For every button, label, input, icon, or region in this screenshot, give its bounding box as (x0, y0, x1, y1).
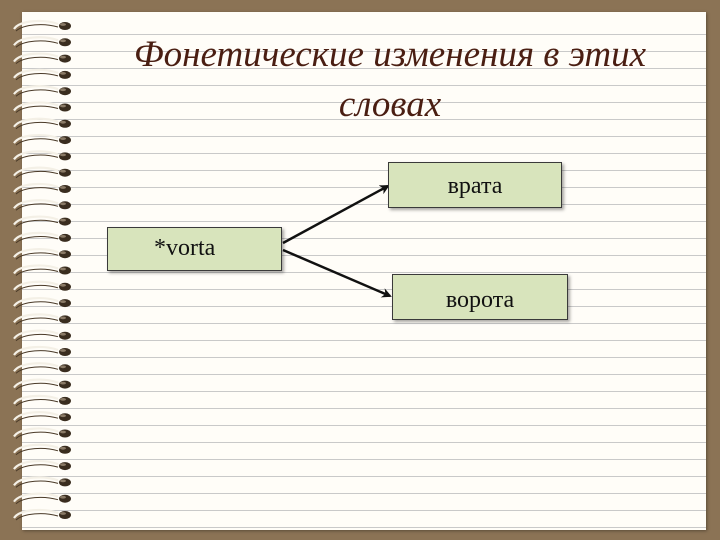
spiral-ring-icon (13, 378, 71, 390)
spiral-ring-icon (13, 101, 71, 113)
spiral-ring-icon (13, 508, 71, 521)
spiral-ring-icon (13, 36, 71, 48)
spiral-ring-icon (13, 134, 71, 146)
spiral-ring-icon (13, 117, 71, 130)
spiral-ring-icon (13, 297, 71, 309)
result-box-bottom: ворота (392, 274, 568, 320)
source-word-box: *vorta (107, 227, 282, 271)
spiral-ring-icon (13, 68, 71, 81)
spiral-ring-icon (13, 427, 71, 439)
spiral-ring-icon (13, 150, 71, 162)
spiral-ring-icon (13, 248, 71, 260)
spiral-ring-icon (13, 492, 71, 505)
spiral-ring-icon (13, 215, 71, 227)
spiral-ring-icon (13, 199, 71, 211)
spiral-ring-icon (13, 19, 71, 32)
spiral-ring-icon (13, 345, 71, 358)
slide-title: Фонетические изменения в этих словах (133, 34, 647, 125)
spiral-ring-icon (13, 280, 71, 293)
spiral-ring-icon (13, 411, 71, 423)
spiral-ring-icon (13, 231, 71, 244)
spiral-ring-icon (13, 313, 71, 325)
spiral-ring-icon (13, 394, 71, 407)
spiral-ring-icon (13, 182, 71, 195)
spiral-ring-icon (13, 85, 71, 97)
spiral-ring-icon (13, 166, 71, 179)
result-box-top: врата (388, 162, 562, 208)
spiral-ring-icon (13, 476, 71, 488)
spiral-ring-icon (13, 52, 71, 64)
spiral-ring-icon (13, 460, 71, 472)
spiral-ring-icon (13, 443, 71, 456)
spiral-ring-icon (13, 362, 71, 374)
spiral-ring-icon (13, 329, 71, 342)
spiral-ring-icon (13, 264, 71, 276)
